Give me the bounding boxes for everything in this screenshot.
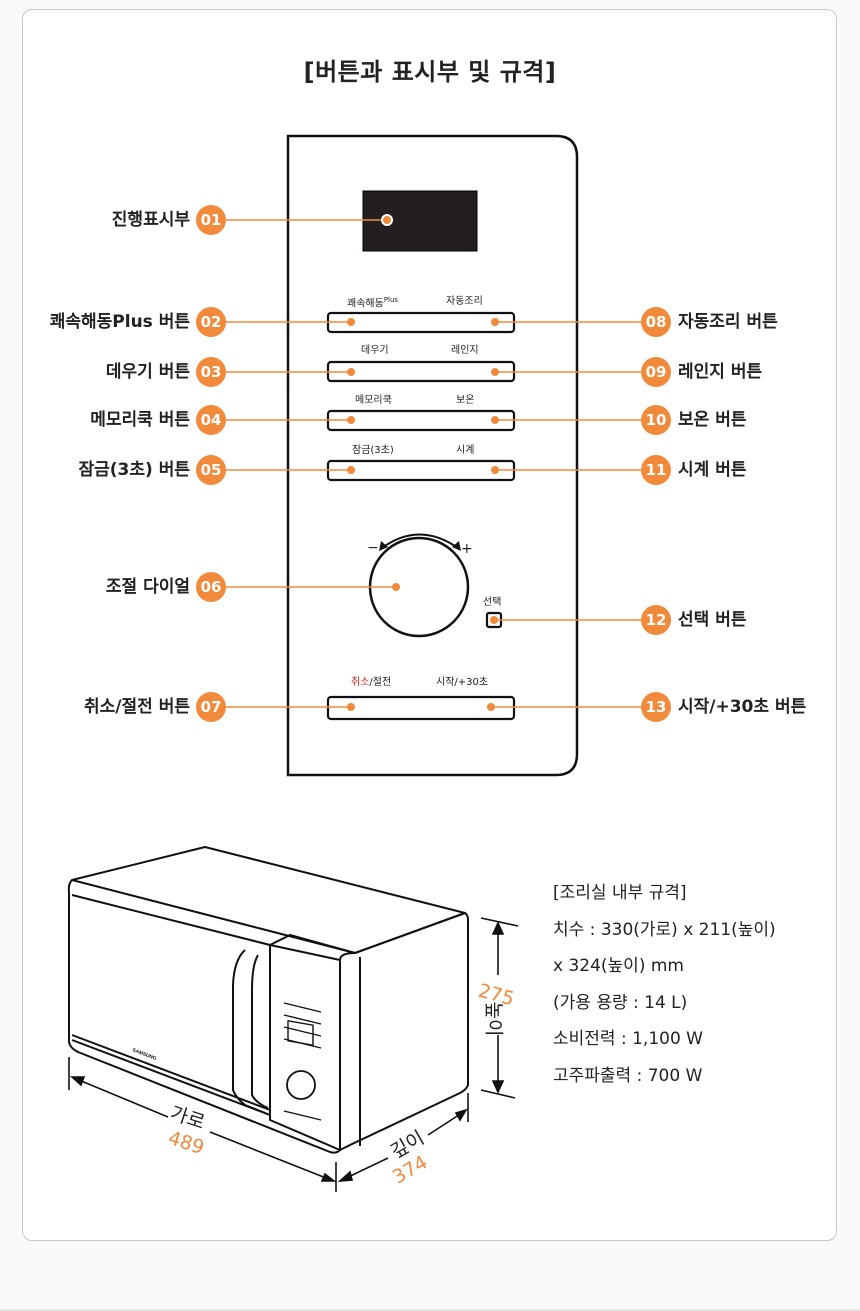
callout-badge-04: 04 (196, 405, 226, 435)
panel-label-select: 선택 (483, 597, 502, 608)
panel-button-row-4 (326, 459, 516, 482)
callout-badge-11: 11 (641, 455, 671, 485)
callout-badge-05: 05 (196, 455, 226, 485)
panel-label-reheat: 데우기 (361, 345, 389, 356)
dial-arrow-left-head (379, 541, 388, 551)
callout-badge-08: 08 (641, 307, 671, 337)
cavity-specs: [조리실 내부 규격] 치수 : 330(가로) x 211(높이) x 324… (553, 880, 776, 1099)
callout-badge-07: 07 (196, 692, 226, 722)
callout-badge-10: 10 (641, 405, 671, 435)
callout-badge-02: 02 (196, 307, 226, 337)
callout-label-02: 쾌속해동Plus 버튼 (49, 312, 190, 332)
callout-label-07: 취소/절전 버튼 (84, 697, 190, 717)
control-panel-outline (286, 134, 579, 777)
specs-power-consumption: 소비전력 : 1,100 W (553, 1029, 703, 1049)
leader-dots (347, 214, 499, 711)
panel-buttons (326, 311, 516, 721)
panel-label-memory-cook: 메모리쿡 (355, 395, 392, 406)
panel-label-start: 시작/+30초 (436, 677, 489, 688)
panel-label-quick-defrost: 쾌속해동Plus (347, 296, 399, 310)
dial-minus-label: − (367, 540, 379, 556)
panel-button-row-3 (326, 409, 516, 432)
specs-microwave-output: 고주파출력 : 700 W (553, 1065, 703, 1086)
panel-button-cancel-start (326, 695, 516, 721)
callout-badge-12: 12 (641, 605, 671, 635)
callout-label-06: 조절 다이얼 (105, 577, 190, 597)
specs-capacity: (가용 용량 : 14 L) (553, 992, 688, 1013)
specs-dimensions-cont: x 324(높이) mm (553, 956, 684, 976)
callout-badge-06: 06 (196, 572, 226, 602)
callout-label-10: 보온 버튼 (678, 410, 747, 430)
progress-display (362, 190, 478, 252)
divider (0, 1309, 860, 1311)
callout-label-09: 레인지 버튼 (678, 362, 763, 382)
callout-badge-13: 13 (641, 692, 671, 722)
leader-lines (226, 219, 642, 708)
callout-badge-03: 03 (196, 357, 226, 387)
microwave-illustration (67, 846, 469, 1154)
callout-label-01: 진행표시부 (111, 210, 190, 230)
callout-label-12: 선택 버튼 (678, 610, 747, 630)
panel-label-keep-warm: 보온 (456, 395, 475, 406)
callout-label-08: 자동조리 버튼 (678, 312, 778, 332)
panel-label-range: 레인지 (451, 345, 479, 356)
panel-label-cancel: 취소/절전 (351, 677, 392, 688)
panel-label-lock: 잠금(3초) (352, 445, 394, 456)
callout-label-03: 데우기 버튼 (105, 362, 190, 382)
dial-rotation-arrow (381, 533, 459, 549)
dimension-lines (68, 917, 519, 1192)
dial-arrow-right-head (452, 541, 461, 551)
panel-label-auto-cook: 자동조리 (446, 296, 483, 307)
callout-badge-01: 01 (196, 205, 226, 235)
callout-label-05: 잠금(3초) 버튼 (78, 460, 191, 480)
height-dimension-label: 높이 (482, 1001, 505, 1037)
page-title: [버튼과 표시부 및 규격] (303, 58, 557, 86)
panel-button-row-1 (326, 311, 516, 334)
callout-label-11: 시계 버튼 (678, 460, 747, 480)
callout-label-13: 시작/+30초 버튼 (678, 697, 807, 717)
callout-label-04: 메모리쿡 버튼 (90, 410, 190, 430)
panel-label-clock: 시계 (456, 445, 475, 456)
specs-heading: [조리실 내부 규격] (553, 883, 687, 903)
dial-plus-label: + (461, 541, 473, 557)
specs-dimensions: 치수 : 330(가로) x 211(높이) (553, 919, 776, 940)
panel-button-row-2 (326, 360, 516, 383)
callout-badge-09: 09 (641, 357, 671, 387)
